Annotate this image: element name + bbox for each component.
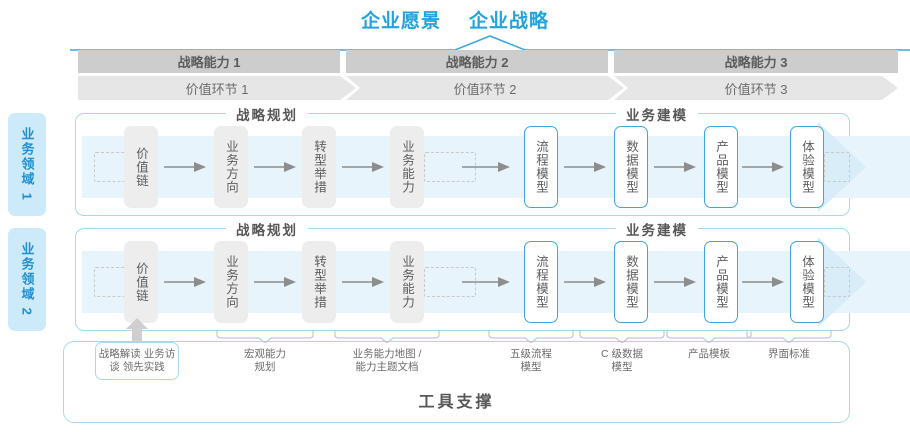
top-titles: 企业愿景 企业战略 [0,6,910,33]
flow-arrow-icon [164,162,206,172]
capability-cell-1[interactable]: 战略能力 1 [78,50,340,73]
flow-arrow-icon [342,162,384,172]
node-transformation[interactable]: 转型举措 [302,241,336,323]
node-process-model[interactable]: 流程模型 [524,241,558,323]
tool-support-title: 工具支撑 [418,394,495,411]
tool-support-container [63,341,850,423]
flow-arrow-icon [742,277,784,287]
tool-label-macro-capability: 宏观能力 规划 [244,348,286,374]
flow-arrow-icon [564,277,606,287]
placeholder-chip [824,267,850,297]
bracket-connector [216,330,314,343]
sidebar-item-domain-1[interactable]: 业务领域 1 [8,113,46,216]
flow-arrow-icon [462,162,510,172]
node-value-chain[interactable]: 价值链 [124,126,158,208]
title-enterprise-strategy: 企业战略 [469,11,550,32]
flow-arrow-icon [462,277,510,287]
flow-arrow-icon [164,277,206,287]
capability-cell-3[interactable]: 战略能力 3 [614,50,898,73]
bracket-connector [579,330,665,343]
node-product-model[interactable]: 产品模型 [704,241,738,323]
flow-arrow-icon [254,162,296,172]
node-business-capability[interactable]: 业务能力 [390,241,424,323]
tool-label-capability-map: 业务能力地图 / 能力主题文档 [352,348,422,374]
placeholder-chip [824,152,850,182]
node-experience-model[interactable]: 体验模型 [790,241,824,323]
flow-arrow-icon [654,162,696,172]
section-caption-modeling-2: 业务建模 [616,219,698,239]
bracket-connector [666,330,752,343]
node-business-direction[interactable]: 业务方向 [214,241,248,323]
domain-row-1: 战略规划 业务建模 价值链 业务方向 转型举措 业务能力 流程模型 数据模型 产… [75,104,910,216]
section-caption-modeling-1: 业务建模 [616,104,698,124]
capability-bar-row: 战略能力 1 战略能力 2 战略能力 3 [78,50,898,73]
node-product-model[interactable]: 产品模型 [704,126,738,208]
tool-label-product-template: 产品模板 [688,348,730,360]
capability-cell-2[interactable]: 战略能力 2 [346,50,608,73]
node-process-model[interactable]: 流程模型 [524,126,558,208]
node-transformation[interactable]: 转型举措 [302,126,336,208]
bracket-connector [334,330,440,343]
up-arrow-icon [126,318,148,344]
value-segment-row: 价值环节 1 价值环节 2 价值环节 3 [78,76,898,100]
node-data-model[interactable]: 数据模型 [614,241,648,323]
flow-arrow-icon [254,277,296,287]
tool-chip-strategy-inputs[interactable]: 战略解读 业务访谈 领先实践 [95,342,179,380]
sidebar-item-domain-2[interactable]: 业务领域 2 [8,228,46,331]
node-experience-model[interactable]: 体验模型 [790,126,824,208]
section-caption-strategy-2: 战略规划 [226,219,308,239]
tool-label-ui-standard: 界面标准 [768,348,810,360]
flow-arrow-icon [342,277,384,287]
flow-arrow-icon [654,277,696,287]
node-business-capability[interactable]: 业务能力 [390,126,424,208]
tool-label-data-model: C 级数据 模型 [601,348,643,374]
value-segment-cell-2[interactable]: 价值环节 2 [346,76,624,100]
flow-arrow-icon [742,162,784,172]
section-caption-strategy-1: 战略规划 [226,104,308,124]
bracket-connector [488,330,574,343]
node-business-direction[interactable]: 业务方向 [214,126,248,208]
title-enterprise-vision: 企业愿景 [360,11,441,32]
value-segment-cell-1[interactable]: 价值环节 1 [78,76,356,100]
node-value-chain[interactable]: 价值链 [124,241,158,323]
flow-arrow-icon [564,162,606,172]
value-segment-cell-3[interactable]: 价值环节 3 [614,76,898,100]
tool-label-process-model: 五级流程 模型 [510,348,552,374]
node-data-model[interactable]: 数据模型 [614,126,648,208]
bracket-connector [746,330,832,343]
domain-row-2: 战略规划 业务建模 价值链 业务方向 转型举措 业务能力 流程模型 数据模型 产… [75,219,910,331]
